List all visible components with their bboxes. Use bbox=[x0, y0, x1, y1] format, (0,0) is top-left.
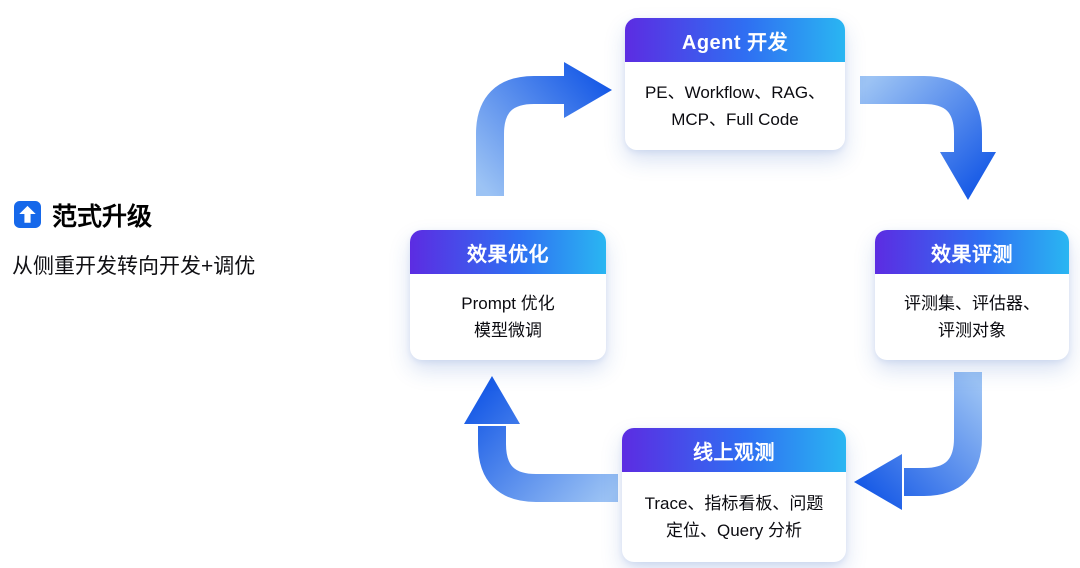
node-body: 评测集、评估器、 评测对象 bbox=[875, 274, 1069, 360]
arrow-observe-to-optimize-icon bbox=[464, 376, 618, 502]
node-agent-dev: Agent 开发 PE、Workflow、RAG、 MCP、Full Code bbox=[625, 18, 845, 150]
node-detail-line: PE、Workflow、RAG、 bbox=[644, 83, 826, 102]
node-body: Trace、指标看板、问题 定位、Query 分析 bbox=[622, 472, 846, 562]
node-title: 线上观测 bbox=[622, 428, 846, 472]
node-title: 效果评测 bbox=[875, 230, 1069, 274]
arrow-optimize-to-dev-icon bbox=[476, 62, 612, 196]
upgrade-icon bbox=[14, 201, 41, 228]
node-effect-eval: 效果评测 评测集、评估器、 评测对象 bbox=[875, 230, 1069, 360]
node-title: 效果优化 bbox=[410, 230, 606, 274]
annotation-title: 范式升级 bbox=[52, 203, 153, 231]
node-detail-line: 评测集、评估器、 bbox=[904, 294, 1040, 313]
node-online-observe: 线上观测 Trace、指标看板、问题 定位、Query 分析 bbox=[622, 428, 846, 562]
node-detail-line: Trace、指标看板、问题 bbox=[644, 494, 824, 513]
arrow-dev-to-eval-icon bbox=[860, 76, 996, 200]
node-body: PE、Workflow、RAG、 MCP、Full Code bbox=[625, 62, 845, 150]
node-detail-line: Prompt 优化 bbox=[461, 294, 555, 313]
node-detail-line: 模型微调 bbox=[474, 321, 542, 340]
node-title: Agent 开发 bbox=[625, 18, 845, 62]
arrow-eval-to-observe-icon bbox=[854, 372, 982, 510]
node-body: Prompt 优化 模型微调 bbox=[410, 274, 606, 360]
node-detail-line: MCP、Full Code bbox=[671, 110, 799, 129]
node-effect-optimize: 效果优化 Prompt 优化 模型微调 bbox=[410, 230, 606, 360]
node-detail-line: 评测对象 bbox=[938, 321, 1006, 340]
node-detail-line: 定位、Query 分析 bbox=[665, 521, 803, 540]
annotation-subtitle: 从侧重开发转向开发+调优 bbox=[12, 255, 256, 278]
